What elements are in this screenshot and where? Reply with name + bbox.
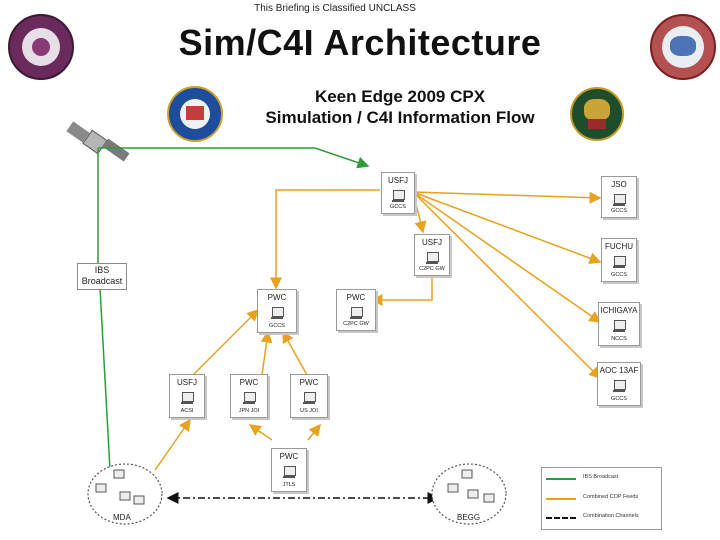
node-label: USFJ [177,378,197,387]
node-sublabel: JPN JOI [238,408,260,414]
ibs-broadcast-links [97,147,370,471]
computer-icon [243,392,256,404]
legend-swatch-black [546,517,576,519]
legend-swatch-orange [546,498,576,500]
computer-icon [613,380,626,392]
node-usfj-acsi: USFJ ACSI [169,374,205,418]
legend-row-cop: Combined COP Feeds [546,493,658,505]
computer-icon [613,256,626,268]
node-sublabel: NCCS [611,336,627,342]
node-label: PWC [346,293,366,302]
node-sublabel: GCCS [611,272,627,278]
node-sublabel: US JOI [300,408,318,414]
computer-icon [613,194,626,206]
node-fuchu-gccs: FUCHU GCCS [601,238,637,282]
computer-icon [350,307,363,319]
computer-icon [271,307,284,319]
node-label: ICHIGAYA [600,306,638,315]
node-label: JSO [611,180,627,189]
node-pwc-us-joi: PWC US JOI [290,374,328,418]
legend: IBS Broadcast Combined COP Feeds Combina… [541,467,662,530]
legend-row-ibs: IBS Broadcast [546,473,658,485]
begg-cloud [431,463,507,525]
slide-title: Sim/C4I Architecture [178,22,542,63]
legend-row-sim: Combination Channels [546,512,658,524]
node-label: PWC [299,378,319,387]
node-sublabel: ACSI [180,408,194,414]
subtitle-line-1: Keen Edge 2009 CPX [314,87,486,106]
legend-label: Combination Channels [583,513,639,519]
ibs-broadcast-box: IBS Broadcast [77,263,127,290]
right-seal-logo [650,14,716,80]
node-label: USFJ [388,176,408,185]
node-pwc-gccs: PWC GCCS [257,289,297,333]
node-label: PWC [279,452,299,461]
computer-icon [613,320,626,332]
node-usfj-gccs: USFJ GCCS [381,172,415,214]
node-pwc-c2pc-gw: PWC C2PC GW [336,289,376,331]
mda-cloud [87,463,163,525]
node-label: PWC [267,293,287,302]
left-seal-logo [8,14,74,80]
computer-icon [303,392,316,404]
node-sublabel: C2PC GW [343,321,369,327]
node-sublabel: GCCS [611,208,627,214]
node-sublabel: GCCS [269,323,285,329]
node-pwc-jpn-joi: PWC JPN JOI [230,374,268,418]
classification-banner: This Briefing is Classified UNCLASS [254,3,416,14]
node-usfj-c2pc: USFJ C2PC GW [414,234,450,276]
node-label: AOC 13AF [599,366,639,375]
node-sublabel: C2PC GW [419,266,445,272]
computer-icon [181,392,194,404]
begg-label: BEGG [457,513,481,522]
usfj-emblem-logo [570,87,624,141]
node-sublabel: GCCS [390,204,406,210]
node-sublabel: GCCS [611,396,627,402]
ibs-label-line1: IBS [94,265,110,275]
legend-label: IBS Broadcast [583,474,619,480]
node-pwc-jtls: PWC JTLS [271,448,307,492]
legend-swatch-green [546,478,576,480]
node-ichigaya-nccs: ICHIGAYA NCCS [598,302,640,346]
cop-feed-links [154,189,602,471]
node-sublabel: JTLS [282,482,296,488]
node-label: PWC [239,378,259,387]
ibs-label-line2: Broadcast [81,276,123,286]
legend-label: Combined COP Feeds [583,494,639,500]
computer-icon [426,252,439,264]
computer-icon [392,190,405,202]
diagram-subtitle: Keen Edge 2009 CPX Simulation / C4I Info… [230,86,570,128]
node-aoc-13af-gccs: AOC 13AF GCCS [597,362,641,406]
subtitle-line-2: Simulation / C4I Information Flow [265,108,535,127]
keen-edge-logo [167,86,223,142]
node-label: FUCHU [605,242,633,251]
computer-icon [283,466,296,478]
node-label: USFJ [422,238,442,247]
mda-label: MDA [113,513,131,522]
node-jso-gccs: JSO GCCS [601,176,637,218]
